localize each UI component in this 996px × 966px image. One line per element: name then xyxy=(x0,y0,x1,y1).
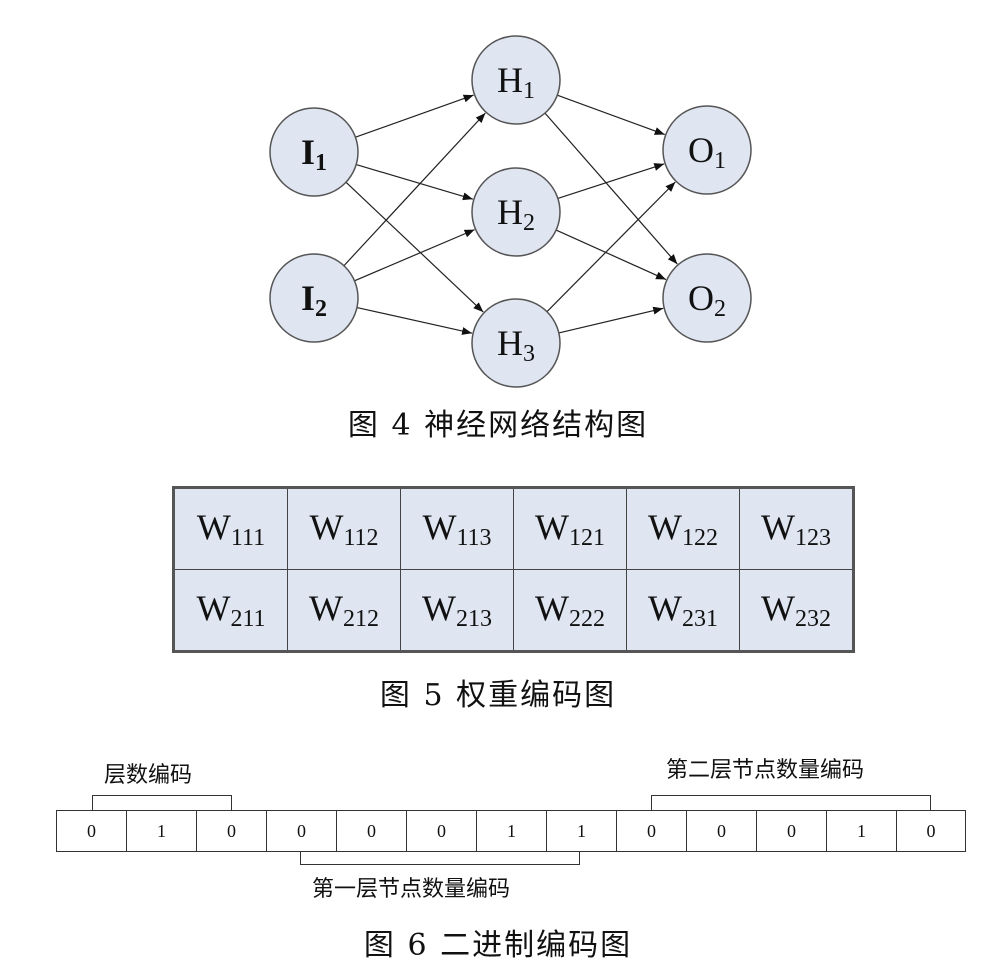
node-h1: H1 xyxy=(471,35,561,125)
node-circle xyxy=(471,35,561,125)
weight-cell: W212 xyxy=(287,569,401,652)
edge-i2-h2 xyxy=(354,229,475,282)
second-layer-bracket xyxy=(651,795,931,811)
edge-i1-h2 xyxy=(356,163,474,201)
node-i2: I2 xyxy=(269,253,359,343)
bit-cell: 0 xyxy=(337,811,407,851)
edge-h2-o1 xyxy=(557,163,665,199)
weight-cell: W232 xyxy=(739,569,854,652)
figure-6-caption: 图 6 二进制编码图 xyxy=(363,928,633,963)
weight-cell: W123 xyxy=(739,487,854,570)
node-h3: H3 xyxy=(471,298,561,388)
node-label: I1 xyxy=(301,132,327,176)
weight-cell: W231 xyxy=(626,569,740,652)
weight-cell: W211 xyxy=(173,569,288,652)
node-h2: H2 xyxy=(471,167,561,257)
bit-cell: 0 xyxy=(926,820,936,841)
bit-cell: 0 xyxy=(197,811,267,851)
node-label: H1 xyxy=(497,60,535,104)
bit-cell: 0 xyxy=(687,811,757,851)
bit-cell: 0 xyxy=(267,811,337,851)
bit-cell: 0 xyxy=(617,811,687,851)
node-label: O1 xyxy=(688,130,726,174)
bit-cell: 1 xyxy=(127,811,197,851)
edge-h2-o2 xyxy=(555,229,667,281)
weight-cell: W122 xyxy=(626,487,740,570)
weight-cell: W222 xyxy=(513,569,627,652)
weight-cell: W113 xyxy=(400,487,514,570)
node-o1: O1 xyxy=(662,105,752,195)
layer-count-bracket xyxy=(92,795,232,811)
edge-i1-h1 xyxy=(355,94,474,138)
node-circle xyxy=(471,167,561,257)
first-layer-label: 第一层节点数量编码 xyxy=(312,877,511,902)
node-circle xyxy=(662,105,752,195)
bit-cell: 0 xyxy=(407,811,477,851)
node-label: H2 xyxy=(497,192,535,236)
edge-i1-h3 xyxy=(345,181,484,313)
edge-h1-o1 xyxy=(557,94,665,136)
layer-count-label: 层数编码 xyxy=(104,763,193,788)
figure-4-caption: 图 4 神经网络结构图 xyxy=(347,408,649,443)
node-o2: O2 xyxy=(662,253,752,343)
node-i1: I1 xyxy=(269,107,359,197)
node-circle xyxy=(471,298,561,388)
weight-cell: W213 xyxy=(400,569,514,652)
edge-h3-o2 xyxy=(558,306,664,334)
node-label: H3 xyxy=(497,323,535,367)
node-label: I2 xyxy=(301,278,327,322)
bit-cell: 1 xyxy=(547,811,617,851)
edge-i2-h1 xyxy=(343,112,486,267)
bit-cell: 1 xyxy=(477,811,547,851)
node-circle xyxy=(662,253,752,343)
node-circle xyxy=(269,107,359,197)
weight-cell: W111 xyxy=(173,487,288,570)
figure-5-caption: 图 5 权重编码图 xyxy=(379,678,617,713)
edge-i2-h3 xyxy=(356,306,473,335)
bit-cell: 1 xyxy=(827,811,897,851)
weight-cell: W112 xyxy=(287,487,401,570)
node-label: O2 xyxy=(688,278,726,322)
weight-cell: W121 xyxy=(513,487,627,570)
edge-h1-o2 xyxy=(544,112,678,265)
bit-cell: 0 xyxy=(757,811,827,851)
edge-h3-o1 xyxy=(546,181,676,313)
node-circle xyxy=(269,253,359,343)
first-layer-bracket xyxy=(300,851,580,865)
bit-cell: 0 xyxy=(57,811,127,851)
second-layer-label: 第二层节点数量编码 xyxy=(666,758,865,783)
